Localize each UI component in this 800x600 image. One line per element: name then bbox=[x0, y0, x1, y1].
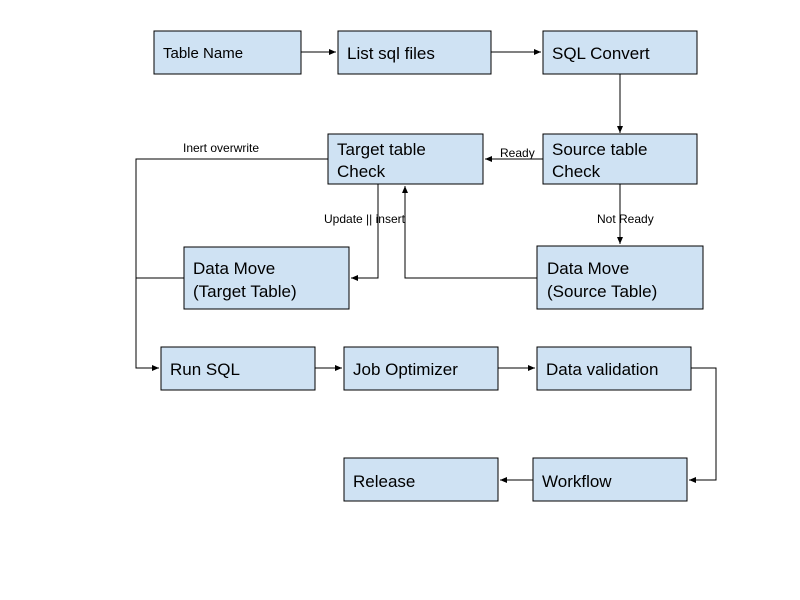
node-target-table-check: Target table Check bbox=[327, 133, 484, 185]
node-sql-convert: SQL Convert bbox=[542, 30, 698, 75]
node-label-line-1: Data Move bbox=[547, 259, 629, 278]
node-label: Run SQL bbox=[170, 360, 240, 379]
arrow-target-check-to-run-sql bbox=[135, 158, 328, 371]
node-job-optimizer: Job Optimizer bbox=[343, 346, 499, 391]
node-box bbox=[337, 30, 492, 75]
node-box bbox=[183, 246, 350, 310]
node-table-name: Table Name bbox=[153, 30, 302, 75]
node-label-line-1: Target table bbox=[337, 140, 426, 159]
node-label-line-1: Data Move bbox=[193, 259, 275, 278]
node-data-validation: Data validation bbox=[536, 346, 692, 391]
node-list-sql-files: List sql files bbox=[337, 30, 492, 75]
node-label: SQL Convert bbox=[552, 44, 650, 63]
node-run-sql: Run SQL bbox=[160, 346, 316, 391]
node-box bbox=[536, 245, 704, 310]
node-release: Release bbox=[343, 457, 499, 502]
node-workflow: Workflow bbox=[532, 457, 688, 502]
node-source-table-check: Source table Check bbox=[542, 133, 698, 185]
edge-label-inert-overwrite: Inert overwrite bbox=[183, 141, 259, 155]
node-box bbox=[542, 133, 698, 185]
node-box bbox=[542, 30, 698, 75]
arrow-data-validation-to-workflow bbox=[689, 367, 717, 483]
node-box bbox=[532, 457, 688, 502]
node-box bbox=[160, 346, 316, 391]
node-label-line-2: (Target Table) bbox=[193, 282, 297, 301]
edge-label-ready: Ready bbox=[500, 146, 535, 160]
node-data-move-target: Data Move (Target Table) bbox=[183, 246, 350, 310]
node-label: Table Name bbox=[163, 45, 243, 62]
node-label-line-2: Check bbox=[552, 162, 601, 181]
arrow-data-move-source-to-target-check bbox=[402, 186, 537, 279]
node-box bbox=[327, 133, 484, 185]
node-box bbox=[343, 457, 499, 502]
edge-label-not-ready: Not Ready bbox=[597, 212, 654, 226]
edge-label-update-insert: Update || insert bbox=[324, 212, 406, 226]
node-box bbox=[343, 346, 499, 391]
connectors bbox=[135, 49, 717, 483]
node-label-line-1: Source table bbox=[552, 140, 647, 159]
node-box bbox=[536, 346, 692, 391]
node-label: Workflow bbox=[542, 472, 612, 491]
node-label: Job Optimizer bbox=[353, 360, 458, 379]
node-label-line-2: (Source Table) bbox=[547, 282, 657, 301]
node-data-move-source: Data Move (Source Table) bbox=[536, 245, 704, 310]
node-box bbox=[153, 30, 302, 75]
edge-labels: Ready Not Ready Update || insert Inert o… bbox=[183, 141, 654, 226]
node-label: Data validation bbox=[546, 360, 658, 379]
arrow-target-check-to-data-move-target bbox=[351, 184, 379, 281]
node-label: Release bbox=[353, 472, 415, 491]
node-label-line-2: Check bbox=[337, 162, 386, 181]
node-label: List sql files bbox=[347, 44, 435, 63]
